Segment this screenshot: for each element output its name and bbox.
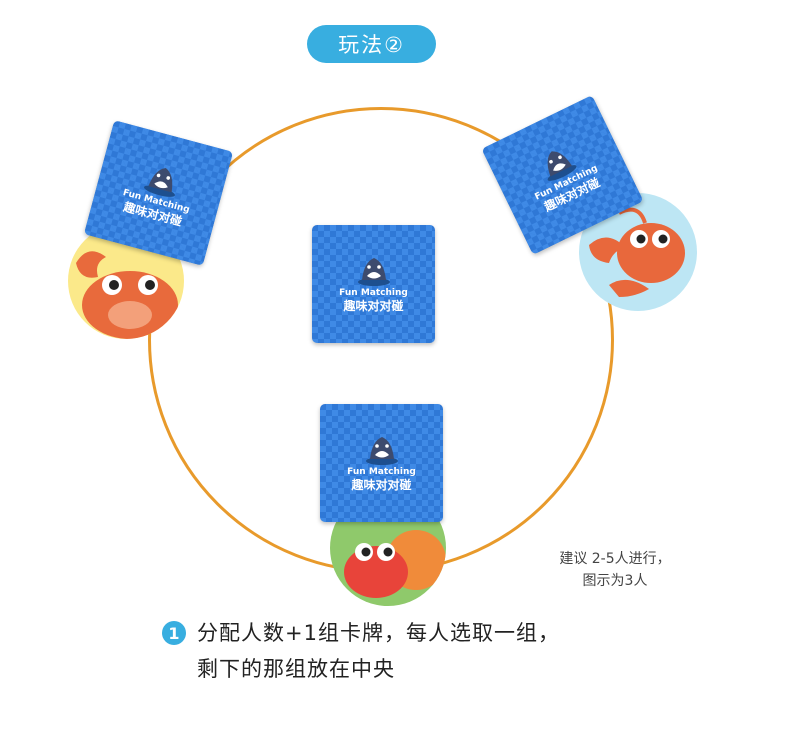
card-chinese-label: 趣味对对碰: [351, 478, 412, 492]
step-line-1: 分配人数+1组卡牌，每人选取一组，: [197, 621, 560, 645]
card-chinese-label: 趣味对对碰: [343, 299, 404, 313]
lobster-icon: [579, 193, 697, 311]
step-number-badge: 1: [162, 621, 186, 645]
shark-icon: [365, 437, 398, 465]
card-english-label: Fun Matching: [339, 288, 408, 298]
card-english-label: Fun Matching: [347, 467, 416, 477]
shark-icon: [547, 151, 577, 182]
player-card-bottom[interactable]: Fun Matching 趣味对对碰: [320, 404, 443, 522]
step-number: 1: [168, 623, 180, 643]
step-instructions: 分配人数+1组卡牌，每人选取一组， 剩下的那组放在中央: [197, 615, 667, 687]
player-card-right[interactable]: Fun Matching 趣味对对碰: [481, 95, 644, 255]
center-card[interactable]: Fun Matching 趣味对对碰: [312, 225, 435, 343]
note-line-1: 建议 2-5人进行，: [559, 551, 671, 567]
step-line-2: 剩下的那组放在中央: [197, 657, 395, 681]
note-line-2: 图示为3人: [582, 573, 648, 589]
shark-icon: [357, 258, 390, 286]
title-badge: 玩法②: [307, 25, 436, 63]
shark-icon: [143, 167, 175, 197]
player-count-note: 建议 2-5人进行， 图示为3人: [530, 548, 700, 592]
player-card-left[interactable]: Fun Matching 趣味对对碰: [83, 120, 234, 266]
title-text: 玩法②: [338, 33, 405, 57]
